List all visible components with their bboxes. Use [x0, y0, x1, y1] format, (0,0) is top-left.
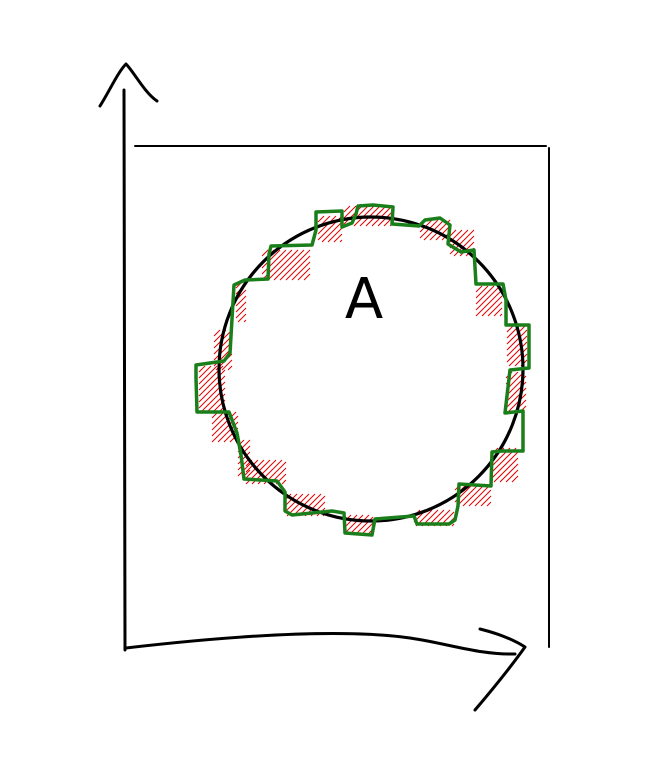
error-hatch-line: [480, 495, 492, 507]
error-hatch-line: [481, 295, 503, 317]
error-hatch-line: [511, 475, 519, 483]
error-hatch-line: [279, 249, 311, 281]
error-hatch-line: [499, 313, 503, 317]
error-hatch-line: [198, 365, 212, 379]
staircase-approximation: [194, 203, 531, 537]
error-hatch-line: [475, 285, 495, 305]
error-hatch-line: [261, 249, 287, 275]
error-hatch-line: [449, 229, 457, 237]
x-axis-arrowhead: [473, 627, 527, 712]
error-hatch-line: [475, 289, 503, 317]
error-hatch-line: [227, 365, 233, 371]
error-hatch-line: [493, 307, 503, 317]
error-hatch-line: [474, 489, 492, 507]
error-hatch-line: [273, 249, 305, 281]
error-hatch-line: [321, 221, 343, 243]
error-hatch-line: [343, 205, 357, 219]
error-hatch-line: [499, 463, 519, 483]
error-hatch-line: [462, 483, 486, 507]
region-label-a: A: [345, 267, 383, 332]
error-hatch-line: [451, 523, 455, 527]
error-hatch-line: [213, 329, 221, 337]
error-hatch-line: [285, 255, 311, 281]
error-hatch-line: [449, 229, 469, 249]
error-hatch-line: [505, 469, 519, 483]
error-hatch-line: [237, 451, 251, 465]
error-hatch-group: [198, 205, 528, 534]
error-hatch-line: [237, 313, 247, 323]
error-hatch-line: [506, 329, 528, 351]
error-hatch-line: [291, 261, 311, 281]
error-hatch-line: [267, 249, 299, 281]
error-hatch-line: [339, 239, 343, 243]
error-hatch-line: [491, 451, 519, 479]
error-hatch-line: [487, 301, 503, 317]
error-hatch-line: [344, 514, 364, 534]
error-hatch-line: [449, 229, 475, 255]
error-hatch-line: [506, 325, 526, 345]
error-hatch-line: [235, 295, 247, 307]
error-hatch-line: [468, 483, 492, 507]
error-hatch-line: [486, 501, 492, 507]
error-hatch-line: [453, 235, 475, 257]
error-hatch-line: [506, 341, 528, 363]
error-hatch-line: [198, 365, 206, 373]
error-hatch-line: [221, 359, 233, 371]
error-hatch-line: [475, 285, 483, 293]
error-hatch-line: [327, 227, 343, 243]
error-hatch-line: [303, 273, 311, 281]
x-axis: [124, 631, 517, 656]
error-hatch-line: [235, 307, 247, 319]
error-hatch-line: [198, 365, 218, 385]
error-hatch-line: [343, 205, 351, 213]
region-circle: [217, 215, 525, 523]
error-hatch-line: [506, 335, 528, 357]
error-hatch-line: [317, 215, 325, 223]
error-hatch-line: [243, 319, 247, 323]
error-hatch-line: [261, 249, 281, 269]
error-hatch-line: [507, 393, 527, 413]
error-hatch-line: [213, 335, 233, 355]
error-hatch-line: [284, 493, 304, 513]
error-hatch-line: [459, 241, 475, 257]
error-hatch-line: [435, 225, 451, 241]
error-hatch-line: [297, 267, 311, 281]
error-hatch-line: [514, 353, 528, 367]
error-hatch-line: [508, 347, 528, 367]
error-hatch-line: [333, 233, 343, 243]
error-hatch-line: [456, 483, 480, 507]
error-hatch-line: [281, 479, 287, 485]
y-axis-arrowhead: [98, 62, 159, 108]
error-hatch-line: [475, 285, 489, 299]
error-hatch-line: [235, 301, 247, 313]
error-hatch-line: [493, 457, 519, 483]
y-axis: [122, 88, 127, 652]
error-hatch-line: [261, 249, 269, 257]
error-hatch-line: [475, 285, 501, 311]
error-hatch-line: [506, 325, 514, 333]
error-hatch-line: [350, 514, 370, 534]
error-hatch-line: [362, 522, 374, 534]
error-hatch-line: [211, 411, 225, 425]
